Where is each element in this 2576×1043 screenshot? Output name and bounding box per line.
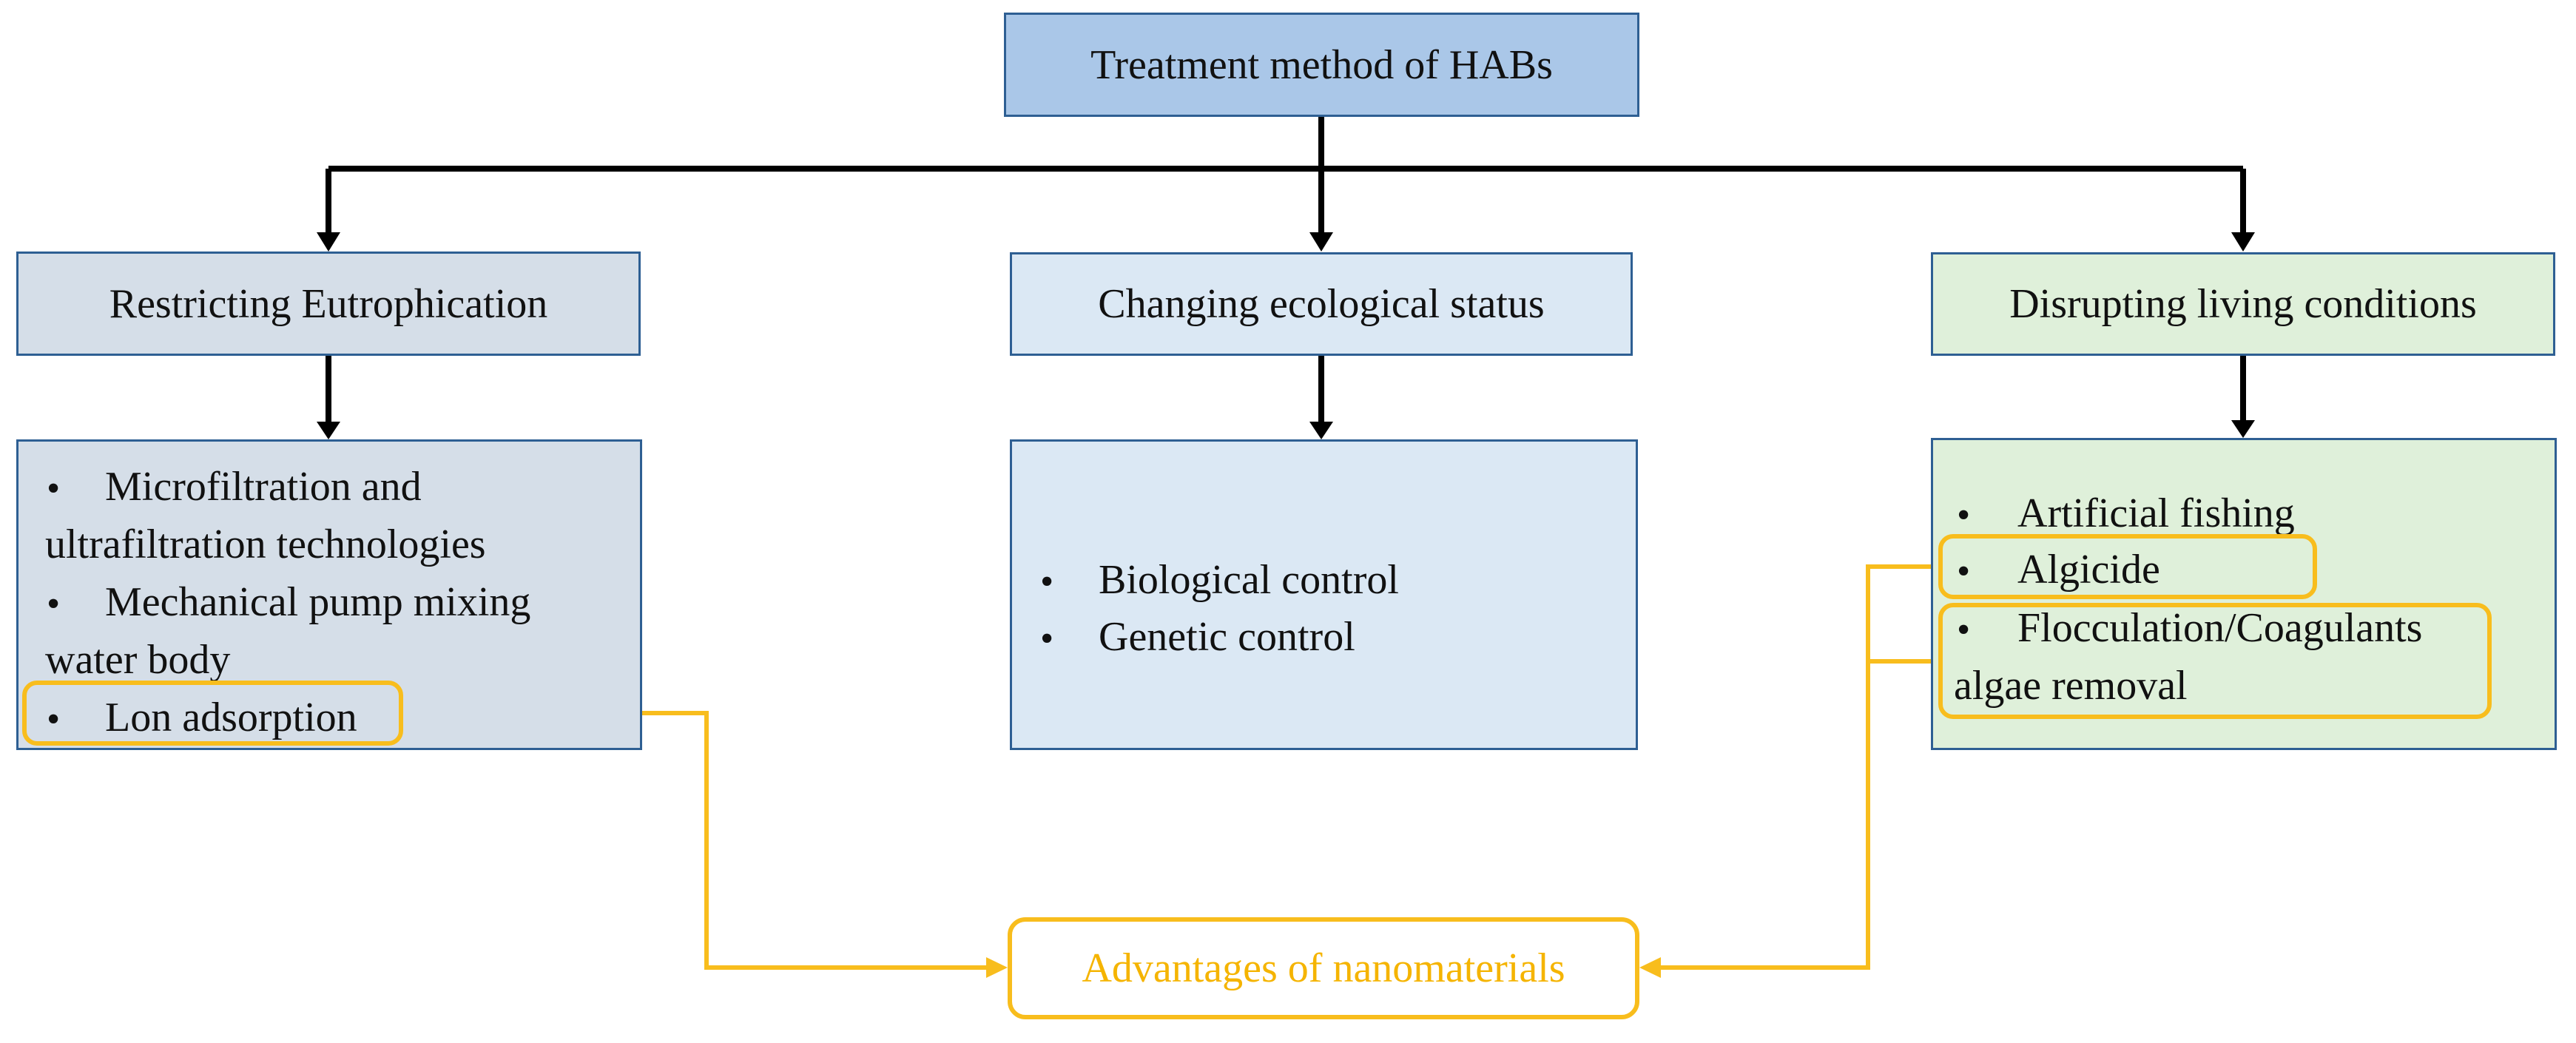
- category-box-restricting: Restricting Eutrophication: [16, 252, 641, 356]
- arrowhead-disrupting: [2231, 232, 2255, 252]
- arrowhead-restricting-detail: [317, 422, 340, 439]
- arrowhead-restricting: [317, 232, 340, 252]
- arrowhead-advantages-left: [986, 957, 1008, 978]
- bullet: •: [47, 698, 61, 740]
- list-item-line: Genetic control: [1099, 614, 1355, 660]
- list-item-line: Flocculation/Coagulants: [2017, 605, 2423, 651]
- list-item-line: Microfiltration and: [105, 464, 422, 510]
- list-item-line: Lon adsorption: [105, 695, 357, 740]
- category-label-changing: Changing ecological status: [1098, 281, 1545, 327]
- arrowhead-changing: [1309, 232, 1333, 252]
- arrowhead-advantages-right: [1639, 957, 1661, 978]
- arrowhead-changing-detail: [1309, 422, 1333, 439]
- list-item-line: Artificial fishing: [2017, 490, 2295, 536]
- list-item-line: algae removal: [1954, 663, 2188, 709]
- category-box-changing: Changing ecological status: [1010, 252, 1633, 356]
- bullet: •: [1040, 561, 1054, 603]
- detail-box-changing: • Biological control • Genetic control: [1010, 439, 1638, 750]
- highlight-algicide: [1938, 534, 2317, 599]
- bullet: •: [1957, 609, 1971, 651]
- bullet: •: [1957, 550, 1971, 593]
- bullet: •: [1957, 494, 1971, 536]
- list-item-line: Algicide: [2017, 547, 2160, 593]
- advantages-label: Advantages of nanomaterials: [1082, 945, 1565, 991]
- list-item-line: Mechanical pump mixing: [105, 579, 531, 625]
- highlight-lon-adsorption: [22, 681, 403, 746]
- root-box: Treatment method of HABs: [1004, 13, 1639, 117]
- list-item-line: water body: [45, 637, 231, 683]
- detail-box-disrupting: • Artificial fishing • Algicide • Floccu…: [1931, 438, 2557, 750]
- root-label: Treatment method of HABs: [1090, 41, 1553, 88]
- algicide-to-advantages-line: [1660, 564, 1938, 970]
- list-item-line: ultrafiltration technologies: [45, 522, 486, 567]
- bullet: •: [1040, 618, 1054, 660]
- detail-box-restricting: • Microfiltration and ultrafiltration te…: [16, 439, 642, 750]
- category-label-disrupting: Disrupting living conditions: [2009, 281, 2477, 327]
- advantages-box: Advantages of nanomaterials: [1008, 917, 1639, 1019]
- bullet: •: [47, 583, 61, 625]
- category-box-disrupting: Disrupting living conditions: [1931, 252, 2555, 356]
- lon-adsorption-to-advantages-line: [403, 711, 988, 970]
- highlight-flocculation: [1938, 603, 2492, 719]
- bullet: •: [47, 468, 61, 510]
- arrowhead-disrupting-detail: [2231, 420, 2255, 438]
- category-label-restricting: Restricting Eutrophication: [109, 280, 548, 327]
- list-item-line: Biological control: [1099, 557, 1399, 603]
